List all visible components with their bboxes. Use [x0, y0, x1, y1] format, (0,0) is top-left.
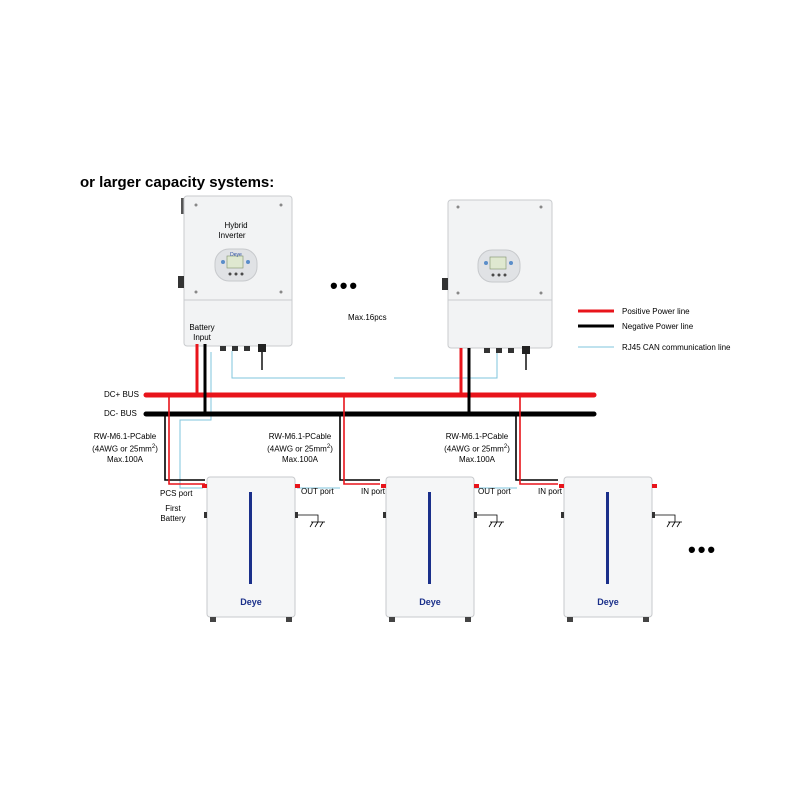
cable-label-1: RW-M6.1-PCable (4AWG or 25mm2) Max.100A — [86, 432, 164, 465]
battery-2-brand: Deye — [419, 597, 441, 607]
cable-label-3-line2: (4AWG or 25mm2) — [444, 444, 510, 454]
battery-power-cables — [164, 395, 558, 485]
battery-1-brand: Deye — [240, 597, 262, 607]
more-inverters-ellipsis: ••• — [330, 273, 360, 298]
first-battery-line1: First — [165, 504, 181, 513]
legend-label-negative: Negative Power line — [622, 322, 694, 331]
battery-3 — [559, 476, 657, 622]
inverter-1 — [178, 195, 293, 370]
first-battery-line2: Battery — [160, 514, 186, 523]
cable-label-1-line3: Max.100A — [106, 454, 144, 464]
cable-label-2-line3: Max.100A — [281, 454, 319, 464]
ground-symbols — [298, 514, 682, 528]
inverter-label-line1: Hybrid — [224, 221, 247, 230]
inverter-power-cables — [195, 344, 471, 414]
battery-input-label: Battery Input — [182, 323, 222, 343]
dc-minus-bus-label: DC- BUS — [104, 409, 137, 418]
out-port-label-2: OUT port — [478, 487, 511, 496]
legend-label-can: RJ45 CAN communication line — [622, 343, 731, 352]
inverter-2 — [442, 199, 553, 370]
out-port-label-1: OUT port — [301, 487, 334, 496]
in-port-label-1: IN port — [361, 487, 386, 496]
in-port-label-2: IN port — [538, 487, 563, 496]
legend: Positive Power line Negative Power line … — [578, 307, 731, 352]
diagram-heading: or larger capacity systems: — [80, 174, 275, 191]
first-battery-label: First Battery — [156, 504, 190, 524]
battery-2 — [381, 476, 479, 622]
inverter-1-brand: Deye — [230, 252, 242, 258]
can-lines — [179, 351, 517, 489]
battery-1 — [202, 476, 300, 622]
cable-label-3: RW-M6.1-PCable (4AWG or 25mm2) Max.100A — [437, 432, 517, 465]
cable-label-2: RW-M6.1-PCable (4AWG or 25mm2) Max.100A — [260, 432, 340, 465]
max-inverters-label: Max.16pcs — [348, 313, 387, 322]
battery-3-brand: Deye — [597, 597, 619, 607]
inverter-label-line2: Inverter — [218, 231, 245, 240]
battery-input-line2: Input — [193, 333, 211, 342]
cable-label-2-line2: (4AWG or 25mm2) — [267, 444, 333, 454]
cable-label-3-line1: RW-M6.1-PCable — [445, 432, 509, 441]
cable-label-1-line1: RW-M6.1-PCable — [93, 432, 157, 441]
legend-label-positive: Positive Power line — [622, 307, 690, 316]
cable-label-3-line3: Max.100A — [458, 454, 496, 464]
battery-input-line1: Battery — [189, 323, 215, 332]
cable-label-2-line1: RW-M6.1-PCable — [268, 432, 332, 441]
dc-plus-bus-label: DC+ BUS — [104, 390, 139, 399]
pcs-port-label: PCS port — [160, 489, 193, 498]
more-batteries-ellipsis: ••• — [688, 537, 718, 562]
cable-label-1-line2: (4AWG or 25mm2) — [92, 444, 158, 454]
